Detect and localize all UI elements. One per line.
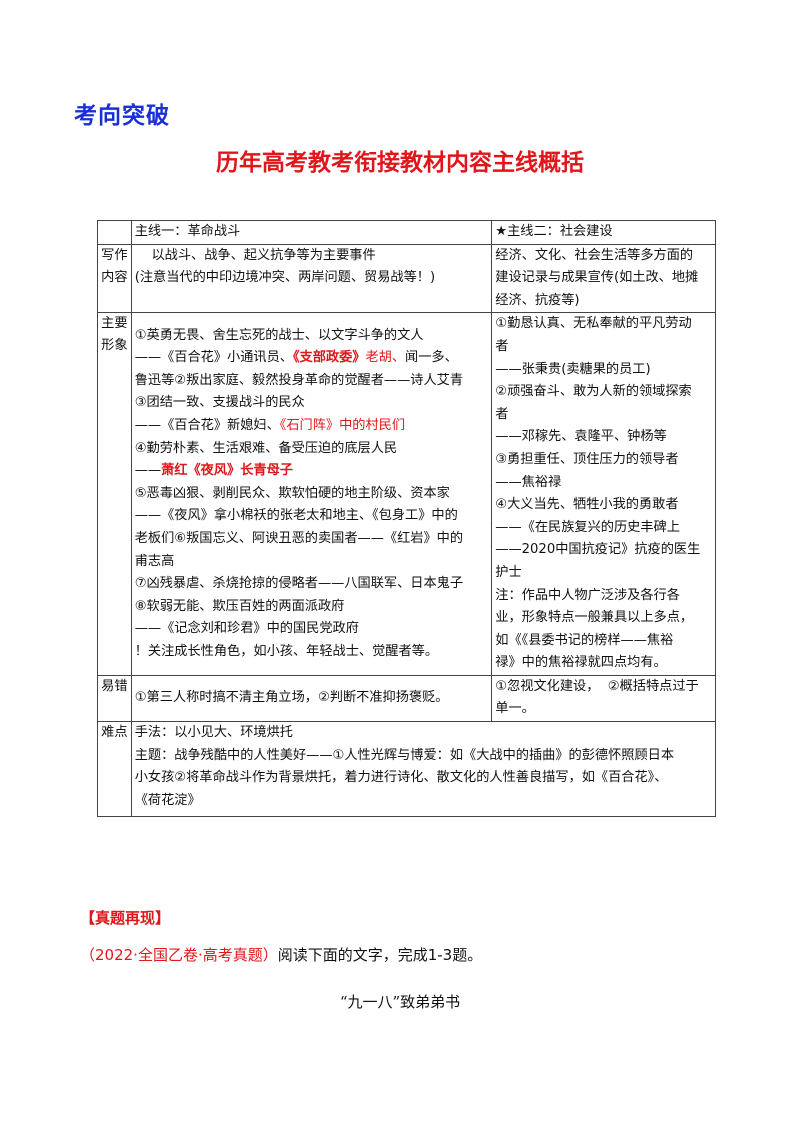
col1-cell: ①英勇无畏、舍生忘死的战士、以文字斗争的文人 ——《百合花》小通讯员、《支部政委… <box>130 312 493 676</box>
text-line: ⑧软弱无能、欺压百姓的两面派政府 <box>134 598 345 614</box>
text-line: 单一。 <box>495 701 535 717</box>
real-exam-heading: 【真题再现】 <box>80 909 171 927</box>
text-line: 《荷花淀》 <box>134 792 201 808</box>
text-line: 者 <box>495 338 509 354</box>
text-segment: —— <box>134 463 162 479</box>
text-line: 老板们⑥叛国忘义、阿谀丑恶的卖国者——《红岩》中的 <box>134 531 464 547</box>
row-common-mistakes: 易错 ①第三人称时搞不清主角立场，②判断不准抑扬褒贬。 ①忽视文化建设， ②概括… <box>97 674 716 723</box>
highlight-text: 《支部政委》 <box>292 350 366 366</box>
col2-cell: ①勤恳认真、无私奉献的平凡劳动 者 ——张秉贵(卖糖果的员工) ②顽强奋斗、敢为… <box>491 312 716 676</box>
text-line: 鲁迅等②叛出家庭、毅然投身革命的觉醒者——诗人艾青 <box>134 372 464 388</box>
text-line: 经济、文化、社会生活等多方面的 <box>495 247 694 263</box>
text-line: ③团结一致、支援战斗的民众 <box>134 395 305 411</box>
text-line: (注意当代的中印边境冲突、两岸问题、贸易战等！) <box>134 270 436 286</box>
highlight-text: 老胡、 <box>365 350 406 366</box>
section-heading: 考向突破 <box>74 103 170 129</box>
header-col1: 主线一：革命战斗 <box>130 220 493 245</box>
row-difficulties: 难点 手法：以小见大、环境烘托 主题：战争残酷中的人性美好——①人性光辉与博爱：… <box>97 721 717 818</box>
text-line: ②顽强奋斗、敢为人新的领域探索 <box>495 384 692 400</box>
exam-source: （2022·全国乙卷·高考真题） <box>80 946 278 964</box>
text-line: 注：作品中人物广泛涉及各行各 <box>495 587 680 603</box>
text-line: ③勇担重任、顶住压力的领导者 <box>495 451 679 467</box>
page-title: 历年高考教考衔接教材内容主线概括 <box>216 150 584 176</box>
summary-table: 主线一：革命战斗 ★主线二：社会建设 写作内容 以战斗、战争、起义抗争等为主要事… <box>97 220 717 818</box>
text-line: 小女孩②将革命战斗作为背景烘托，着力进行诗化、散文化的人性善良描写，如《百合花》… <box>134 770 668 786</box>
row-label: 易错 <box>97 674 132 723</box>
text-line: ④大义当先、牺牲小我的勇敢者 <box>495 497 679 513</box>
text-line: 护士 <box>495 564 522 580</box>
text-line: ——萧红《夜风》长青母子 <box>135 460 489 483</box>
col2-cell: 经济、文化、社会生活等多方面的 建设记录与成果宣传(如土改、地摊 经济、抗疫等) <box>491 243 716 314</box>
row-label: 写作内容 <box>97 243 132 314</box>
instruction-text: 阅读下面的文字，完成1-3题。 <box>277 946 483 964</box>
col2-cell: ①忽视文化建设， ②概括特点过于 单一。 <box>491 674 716 723</box>
table-header-row: 主线一：革命战斗 ★主线二：社会建设 <box>97 220 716 245</box>
text-line: 以战斗、战争、起义抗争等为主要事件 <box>134 247 376 263</box>
row-label: 主要形象 <box>97 312 132 676</box>
text-segment: 闻一多、 <box>405 350 458 366</box>
text-line: ④勤劳朴素、生活艰难、备受压迫的底层人民 <box>134 440 398 456</box>
text-line: ①英勇无畏、舍生忘死的战士、以文字斗争的文人 <box>134 327 424 343</box>
text-line: 经济、抗疫等) <box>495 292 580 308</box>
text-line: ——2020中国抗疫记》抗疫的医生 <box>495 542 701 558</box>
text-line: ——焦裕禄 <box>495 474 562 490</box>
question-instruction: （2022·全国乙卷·高考真题）阅读下面的文字，完成1-3题。 <box>80 944 482 965</box>
highlight-text: 《石门阵》中的村民们 <box>279 418 406 434</box>
text-segment: ——《百合花》小通讯员、 <box>134 350 293 366</box>
text-line: 手法：以小见大、环境烘托 <box>134 725 293 741</box>
text-line: ——邓稼先、袁隆平、钟杨等 <box>495 429 667 445</box>
text-line: ①第三人称时搞不清主角立场，②判断不准抑扬褒贬。 <box>134 690 449 706</box>
highlight-text: 萧红《夜风》长青母子 <box>161 463 293 479</box>
merged-cell: 手法：以小见大、环境烘托 主题：战争残酷中的人性美好——①人性光辉与博爱：如《大… <box>130 721 717 818</box>
text-line: ——《百合花》小通讯员、《支部政委》老胡、闻一多、 <box>135 347 489 370</box>
text-line: 业，形象特点一般兼具以上多点， <box>495 610 694 626</box>
text-line: ——《百合花》新媳妇、《石门阵》中的村民们 <box>135 415 489 438</box>
col1-cell: ①第三人称时搞不清主角立场，②判断不准抑扬褒贬。 <box>130 674 493 723</box>
row-main-figures: 主要形象 ①英勇无畏、舍生忘死的战士、以文字斗争的文人 ——《百合花》小通讯员、… <box>97 312 716 676</box>
text-line: 如《《县委书记的榜样——焦裕 <box>495 632 674 648</box>
text-line: ⑦凶残暴虐、杀烧抢掠的侵略者——八国联军、日本鬼子 <box>134 576 464 592</box>
text-line: 甫志高 <box>134 553 175 569</box>
text-line: 主题：战争残酷中的人性美好——①人性光辉与博爱：如《大战中的插曲》的彭德怀照顾日… <box>134 747 675 763</box>
text-line: ！关注成长性角色，如小孩、年轻战士、觉醒者等。 <box>134 643 439 659</box>
row-writing-content: 写作内容 以战斗、战争、起义抗争等为主要事件 (注意当代的中印边境冲突、两岸问题… <box>97 243 716 314</box>
text-line: 者 <box>495 406 509 422</box>
text-line: ——张秉贵(卖糖果的员工) <box>495 361 651 377</box>
text-line: ——《夜风》拿小棉袄的张老太和地主、《包身工》中的 <box>134 508 458 524</box>
text-line: ——《记念刘和珍君》中的国民党政府 <box>134 621 359 637</box>
text-line: ⑤恶毒凶狠、剥削民众、欺软怕硬的地主阶级、资本家 <box>134 485 450 501</box>
header-col2: ★主线二：社会建设 <box>491 220 716 245</box>
text-line: 禄》中的焦裕禄就四点均有。 <box>495 655 667 671</box>
header-empty-cell <box>97 220 132 245</box>
article-title: “九一八”致弟弟书 <box>339 993 461 1011</box>
text-line: ——《在民族复兴的历史丰碑上 <box>495 519 680 535</box>
text-line: 建设记录与成果宣传(如土改、地摊 <box>495 270 699 286</box>
text-line: ①忽视文化建设， ②概括特点过于 <box>495 678 699 694</box>
row-label: 难点 <box>97 721 132 818</box>
col1-cell: 以战斗、战争、起义抗争等为主要事件 (注意当代的中印边境冲突、两岸问题、贸易战等… <box>130 243 493 314</box>
text-segment: ——《百合花》新媳妇、 <box>134 418 280 434</box>
text-line: ①勤恳认真、无私奉献的平凡劳动 <box>495 316 692 332</box>
